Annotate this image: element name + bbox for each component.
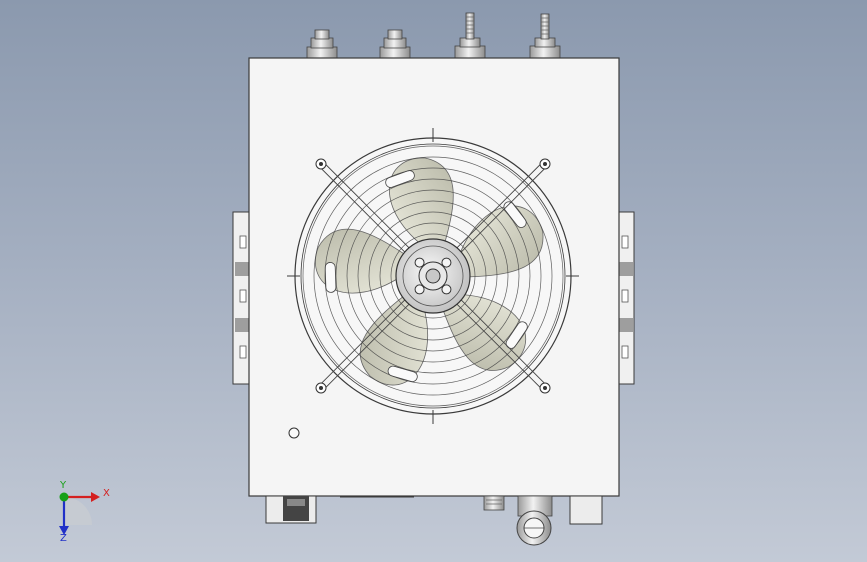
top-stud-1 <box>454 12 486 59</box>
guard-ring <box>335 178 531 374</box>
bottom-connector-left <box>265 495 317 524</box>
fan-blade <box>458 201 544 278</box>
y-axis-dot <box>59 492 69 502</box>
guard-ring <box>324 167 542 385</box>
guard-ring <box>390 233 476 319</box>
hub-bolt-hole <box>414 284 425 295</box>
fan-blades <box>315 157 544 386</box>
top-stud-2 <box>529 13 561 59</box>
mount-point-center <box>543 386 547 390</box>
bottom-gland <box>483 495 505 511</box>
z-axis-label: Z <box>60 533 67 544</box>
top-fitting-1 <box>306 29 338 59</box>
guard-ring <box>357 200 509 352</box>
bottom-block-right <box>569 495 603 525</box>
axes-triad <box>59 492 100 535</box>
x-axis-label: X <box>103 488 110 499</box>
y-axis-label: Y <box>60 480 67 491</box>
mount-points <box>315 158 551 394</box>
hub-bolt-hole <box>414 257 425 268</box>
mount-point-center <box>543 162 547 166</box>
triad-arc <box>64 497 92 525</box>
hub-bolt-holes <box>414 257 452 295</box>
guard-ring <box>368 211 498 341</box>
guard-ring <box>346 189 520 363</box>
guard-rings <box>302 145 564 407</box>
fan-blade <box>315 228 405 294</box>
fan-blade <box>359 295 429 386</box>
bottom-pipe <box>516 495 553 546</box>
guard-ring <box>379 222 487 330</box>
hub-bolt-hole <box>441 284 452 295</box>
guard-ring <box>313 156 553 396</box>
top-fitting-2 <box>379 29 411 59</box>
z-axis-arrow <box>59 526 69 535</box>
mount-point-center <box>319 386 323 390</box>
hub-bolt-hole <box>441 257 452 268</box>
fan-hub <box>395 238 471 314</box>
fan-assembly[interactable] <box>287 128 579 424</box>
right-bracket <box>617 211 635 385</box>
guard-ring <box>302 145 564 407</box>
fan-blade <box>442 293 528 371</box>
x-axis-arrow <box>91 492 100 502</box>
panel-hole <box>288 427 300 439</box>
mount-point-center <box>319 162 323 166</box>
left-bracket <box>232 211 251 385</box>
